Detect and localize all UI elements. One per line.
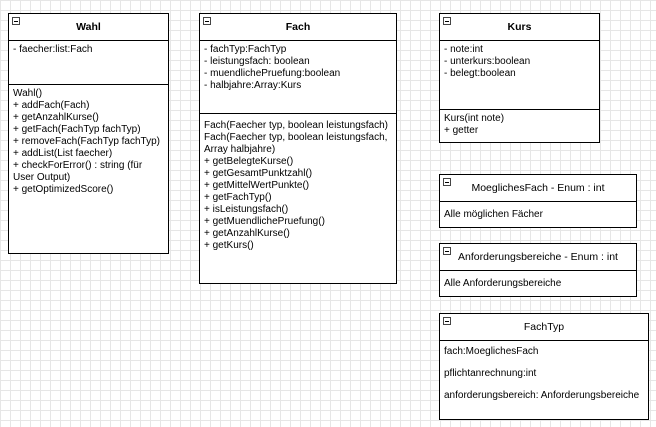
collapse-icon[interactable] (443, 247, 451, 255)
attribute: - note:int (444, 44, 483, 55)
method-section: Wahl() + addFach(Fach) + getAnzahlKurse(… (9, 85, 168, 253)
attribute: - faecher:list:Fach (13, 44, 93, 55)
attribute: fach:MoeglichesFach (444, 346, 539, 357)
method-section: Fach(Faecher typ, boolean leistungsfach)… (200, 114, 396, 283)
attribute: - fachTyp:FachTyp (204, 44, 287, 55)
method: + getFach(FachTyp fachTyp) (13, 124, 141, 135)
class-title: Anforderungsbereiche - Enum : int (458, 251, 618, 263)
method: + checkForError() : string (für User Out… (13, 160, 143, 183)
method: + getOptimizedScore() (13, 184, 114, 195)
method-section: Kurs(int note) + getter (440, 110, 599, 142)
class-header: Anforderungsbereiche - Enum : int (440, 244, 636, 271)
class-title: Fach (285, 21, 311, 33)
attribute: - belegt:boolean (444, 68, 516, 79)
collapse-icon[interactable] (203, 17, 211, 25)
collapse-icon[interactable] (12, 17, 20, 25)
method: + addFach(Fach) (13, 100, 90, 111)
enum-description: Alle möglichen Fächer (444, 209, 543, 220)
attribute-section: - faecher:list:Fach (9, 41, 168, 85)
method: + getMuendlichePruefung() (204, 216, 325, 227)
enum-moegliches-fach[interactable]: MoeglichesFach - Enum : int Alle möglich… (439, 174, 637, 228)
attribute: - leistungsfach: boolean (204, 56, 310, 67)
method: Wahl() (13, 88, 43, 99)
method: + getAnzahlKurse() (204, 228, 290, 239)
class-title: MoeglichesFach - Enum : int (471, 182, 605, 194)
attribute: - halbjahre:Array:Kurs (204, 80, 302, 91)
class-fach-typ[interactable]: FachTyp fach:MoeglichesFach pflichtanrec… (439, 313, 649, 420)
attribute: - muendlichePruefung:boolean (204, 68, 341, 79)
method: + getter (444, 125, 479, 136)
class-header: Kurs (440, 14, 599, 41)
method: + getBelegteKurse() (204, 156, 294, 167)
attribute: anforderungsbereich: Anforderungsbereich… (444, 390, 640, 401)
attribute: pflichtanrechnung:int (444, 368, 537, 379)
method: Fach(Faecher typ, boolean leistungsfach) (204, 120, 388, 131)
method: + addList(List faecher) (13, 148, 113, 159)
method: + getKurs() (204, 240, 254, 251)
class-header: Wahl (9, 14, 168, 41)
method: + removeFach(FachTyp fachTyp) (13, 136, 161, 147)
method: + isLeistungsfach() (204, 204, 289, 215)
enum-description: Alle Anforderungsbereiche (444, 278, 562, 289)
attribute-section: fach:MoeglichesFach pflichtanrechnung:in… (440, 341, 648, 419)
collapse-icon[interactable] (443, 317, 451, 325)
class-header: FachTyp (440, 314, 648, 341)
class-wahl[interactable]: Wahl - faecher:list:Fach Wahl() + addFac… (8, 13, 169, 254)
method: + getMittelWertPunkte() (204, 180, 310, 191)
method: Fach(Faecher typ, boolean leistungsfach,… (204, 132, 388, 155)
class-kurs[interactable]: Kurs - note:int - unterkurs:boolean - be… (439, 13, 600, 143)
class-fach[interactable]: Fach - fachTyp:FachTyp - leistungsfach: … (199, 13, 397, 284)
enum-body: Alle Anforderungsbereiche (440, 271, 636, 296)
enum-anforderungsbereiche[interactable]: Anforderungsbereiche - Enum : int Alle A… (439, 243, 637, 297)
method: Kurs(int note) (444, 113, 505, 124)
method: + getFachTyp() (204, 192, 272, 203)
class-title: FachTyp (523, 321, 565, 333)
attribute-section: - note:int - unterkurs:boolean - belegt:… (440, 41, 599, 110)
class-title: Kurs (507, 21, 532, 33)
class-title: Wahl (76, 21, 101, 33)
method: + getGesamtPunktzahl() (204, 168, 313, 179)
collapse-icon[interactable] (443, 178, 451, 186)
method: + getAnzahlKurse() (13, 112, 99, 123)
attribute: - unterkurs:boolean (444, 56, 531, 67)
collapse-icon[interactable] (443, 17, 451, 25)
attribute-section: - fachTyp:FachTyp - leistungsfach: boole… (200, 41, 396, 114)
class-header: MoeglichesFach - Enum : int (440, 175, 636, 202)
enum-body: Alle möglichen Fächer (440, 202, 636, 227)
class-header: Fach (200, 14, 396, 41)
